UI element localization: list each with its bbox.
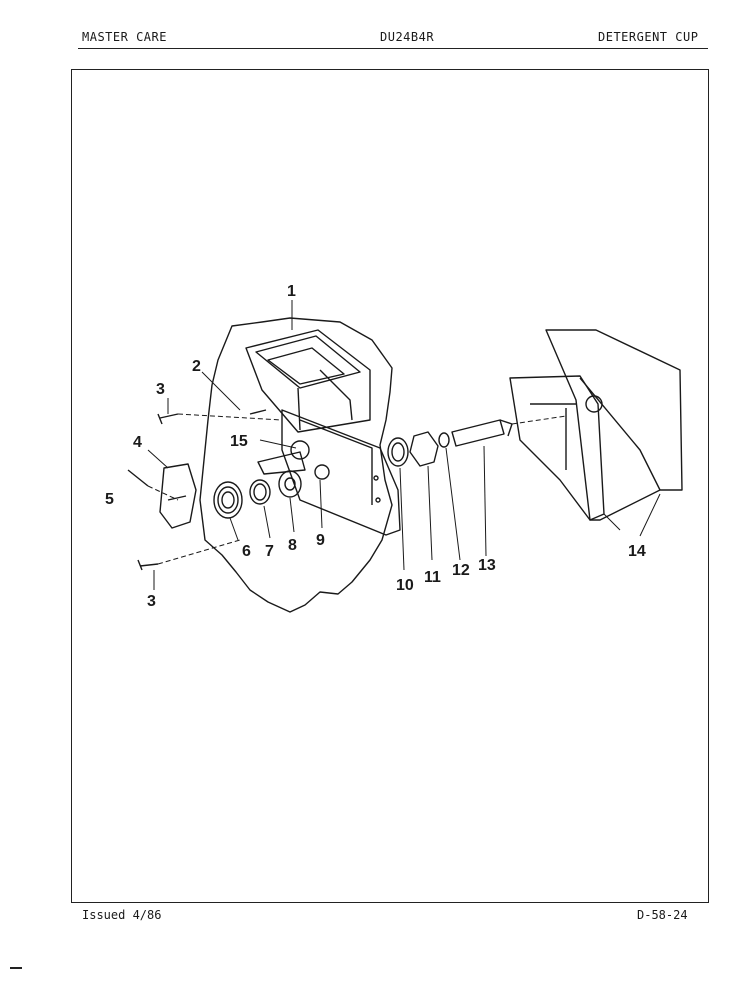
callout-15: 15 xyxy=(230,433,248,450)
footer-page-code: D-58-24 xyxy=(637,908,688,922)
callout-3-bottom: 3 xyxy=(147,593,156,610)
callout-2: 2 xyxy=(192,358,201,375)
callout-10: 10 xyxy=(396,577,414,594)
callout-12: 12 xyxy=(452,562,470,579)
callout-7: 7 xyxy=(265,543,274,560)
callout-11: 11 xyxy=(424,569,441,586)
nut-11 xyxy=(409,431,439,467)
pin-5 xyxy=(127,469,149,487)
shaft-13 xyxy=(451,419,505,447)
washer-12 xyxy=(438,432,450,448)
diagram-frame xyxy=(71,69,709,903)
mounting-plate xyxy=(281,409,401,536)
callout-1: 1 xyxy=(287,283,296,300)
spring-6 xyxy=(213,481,243,519)
margin-mark xyxy=(10,967,22,969)
spring-7 xyxy=(249,479,271,505)
screw-3-bottom xyxy=(137,559,159,571)
footer-issued: Issued 4/86 xyxy=(82,908,162,922)
lever-15 xyxy=(257,451,306,475)
callout-8: 8 xyxy=(288,537,297,554)
screw-3-top xyxy=(157,413,179,425)
oring-10 xyxy=(387,437,409,467)
header-section: DETERGENT CUP xyxy=(598,30,699,44)
callout-14: 14 xyxy=(628,543,646,560)
header-model: DU24B4R xyxy=(380,30,435,44)
dispenser-housing xyxy=(245,329,371,433)
callout-6: 6 xyxy=(242,543,251,560)
callout-13: 13 xyxy=(478,557,496,574)
header-rule xyxy=(78,48,708,49)
callout-3-top: 3 xyxy=(156,381,165,398)
callout-4: 4 xyxy=(133,434,142,451)
cam-8 xyxy=(278,470,302,498)
screw-2 xyxy=(249,409,267,415)
callout-5: 5 xyxy=(105,491,114,508)
callout-9: 9 xyxy=(316,532,325,549)
header-brand: MASTER CARE xyxy=(82,30,167,44)
door-panel-outline xyxy=(199,317,393,613)
latch-4 xyxy=(159,463,197,529)
